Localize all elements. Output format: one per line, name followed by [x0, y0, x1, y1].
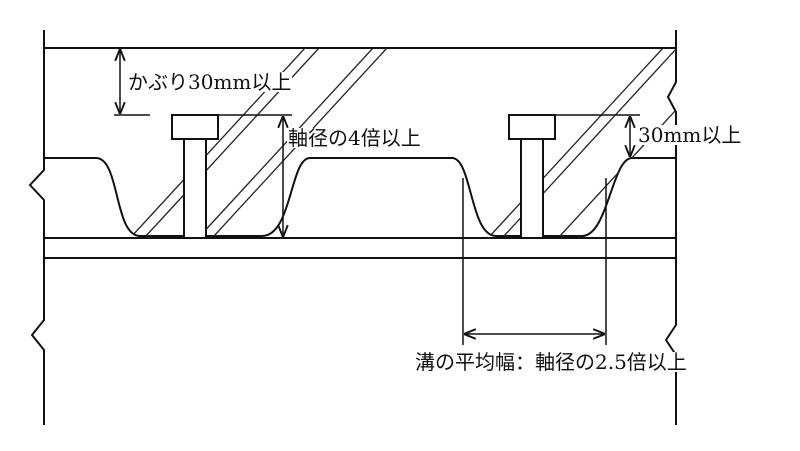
stud-connector-left — [171, 114, 219, 239]
deck-plate-profile — [44, 157, 676, 237]
stud-height-label: 軸径の4倍以上 — [287, 126, 422, 150]
groove-width-dimension — [462, 178, 607, 345]
stud-height-dimension — [218, 114, 292, 236]
top-clearance-label: 30mm以上 — [637, 123, 743, 147]
cover-label: かぶり30mm以上 — [127, 70, 293, 94]
groove-width-label: 溝の平均幅：軸径の2.5倍以上 — [414, 350, 688, 374]
stud-connector-right — [508, 114, 556, 239]
top-clearance-dimension — [555, 114, 640, 156]
left-break-line — [28, 30, 45, 425]
cover-dimension — [114, 50, 150, 116]
concrete-hatching — [131, 48, 676, 236]
